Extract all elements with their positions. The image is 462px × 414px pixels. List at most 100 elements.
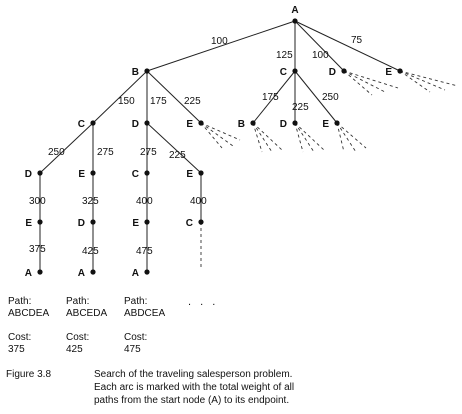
edge-C2-E3 [294,70,338,124]
cost-label: Cost: [124,332,148,343]
more-paths-ellipsis: . . . [188,296,219,308]
edge-weight: 275 [97,147,114,158]
dashed-branch [200,122,241,141]
path-block-2: Path: ABCEDA Cost: 425 [66,296,107,356]
edge-A0-E2 [294,20,401,72]
dashed-branch [336,122,345,153]
node-dot-B1 [144,68,150,74]
node-dot-B3 [250,120,256,126]
node-label: E [186,119,193,130]
path-value: ABDCEA [124,308,166,319]
node-dot-D6 [90,219,96,225]
node-label: E [25,218,32,229]
node-label: C [132,169,139,180]
edge-weight: 225 [184,96,201,107]
edge-weight: 375 [29,244,46,255]
cost-value: 475 [124,344,141,355]
node-dot-D3 [292,120,298,126]
node-dot-C9 [198,219,204,225]
edge-weight: 250 [322,92,339,103]
node-dot-E4 [90,170,96,176]
edge-weight: 300 [29,196,46,207]
node-label: A [78,268,85,279]
dashed-branch [252,122,283,151]
edge-weight: 75 [351,35,363,46]
dashed-branch [200,122,223,149]
figure-caption: Figure 3.8 Search of the traveling salesp… [6,368,344,407]
path-label: Path: [66,296,90,307]
edge-weight: 400 [190,196,207,207]
cost-label: Cost: [8,332,32,343]
dashed-branch [200,122,234,147]
path-value: ABCDEA [8,308,50,319]
dashed-branch [399,70,431,93]
dashed-branch [294,122,304,153]
figure-number: Figure 3.8 [6,369,52,380]
edge-D1-E5 [146,122,202,174]
edges-layer [39,20,401,272]
caption-text: Search of the traveling salesperson prob… [94,368,344,407]
node-label: E [78,169,85,180]
caption-line-2: Each arc is marked with the total weight… [94,382,295,393]
node-label: D [25,169,32,180]
edge-weight: 400 [136,196,153,207]
path-block-1: Path: ABCDEA Cost: 375 [8,296,49,356]
node-label: C [186,218,193,229]
caption-line-3: paths from the start node (A) to its end… [94,395,290,406]
node-dot-E6 [37,219,43,225]
node-label: E [132,218,139,229]
node-label: D [78,218,85,229]
node-label: D [132,119,139,130]
node-label: C [280,67,287,78]
node-label: A [132,268,139,279]
edge-B1-C1 [92,70,148,124]
dashed-branch [252,122,263,153]
path-label: Path: [124,296,148,307]
edge-weight: 225 [169,150,186,161]
dashed-branch [252,122,273,153]
nodes-layer [37,18,403,275]
node-label: D [280,119,287,130]
edge-weight: 275 [140,147,157,158]
edge-weight: 175 [150,96,167,107]
node-label: A [25,268,32,279]
edge-weight: 475 [136,246,153,257]
path-block-3: Path: ABDCEA Cost: 475 [124,296,165,356]
node-label: D [329,67,336,78]
cost-value: 425 [66,344,83,355]
edge-weight: 150 [118,96,135,107]
edge-weight: 175 [262,92,279,103]
dashed-branch [343,70,373,96]
node-dot-E2 [397,68,403,74]
edge-A0-B1 [146,20,296,72]
cost-label: Cost: [66,332,90,343]
node-label: E [385,67,392,78]
dashed-branch [399,70,446,91]
node-label: C [78,119,85,130]
edge-weight: 250 [48,147,65,158]
node-dot-C2 [292,68,298,74]
edge-weight: 125 [276,50,293,61]
node-dot-E8 [144,219,150,225]
path-label: Path: [8,296,32,307]
dashed-branch [343,70,386,93]
edge-A0-D2 [294,20,345,72]
dashed-branch [399,70,459,87]
dashed-branch [294,122,315,153]
node-dot-A7 [90,269,96,275]
node-dot-A6 [37,269,43,275]
dashed-branch [336,122,357,153]
node-dot-C1 [90,120,96,126]
edge-weight: 325 [82,196,99,207]
dashed-branch [294,122,325,151]
edge-weight: 100 [312,50,329,61]
caption-line-1: Search of the traveling salesperson prob… [94,369,293,380]
node-dot-E3 [334,120,340,126]
node-dot-A0 [292,18,298,24]
node-label: E [186,169,193,180]
edge-weight: 225 [292,102,309,113]
cost-value: 375 [8,344,25,355]
node-label: B [238,119,245,130]
